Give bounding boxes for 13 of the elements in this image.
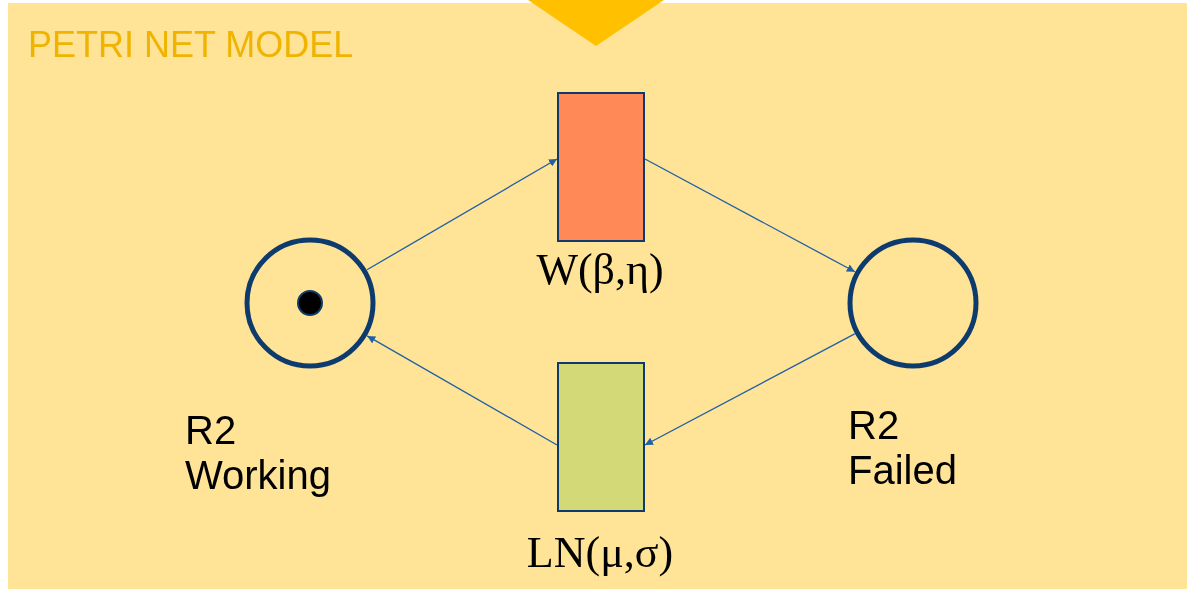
place-circle xyxy=(244,237,376,369)
state-label: R2 Working xyxy=(185,408,332,498)
arrow xyxy=(366,158,558,271)
state-label: R2 Failed xyxy=(848,403,958,493)
rate-label: LN(μ,σ) xyxy=(525,527,675,578)
arrow xyxy=(644,158,856,273)
arrow xyxy=(366,335,558,446)
transition-rectangle xyxy=(557,362,645,512)
transition-rectangle xyxy=(557,92,645,242)
rate-label: W(β,η) xyxy=(535,244,665,295)
arrow xyxy=(644,333,856,446)
place-circle xyxy=(847,237,979,369)
diagram-title: PETRI NET MODEL xyxy=(28,24,354,66)
